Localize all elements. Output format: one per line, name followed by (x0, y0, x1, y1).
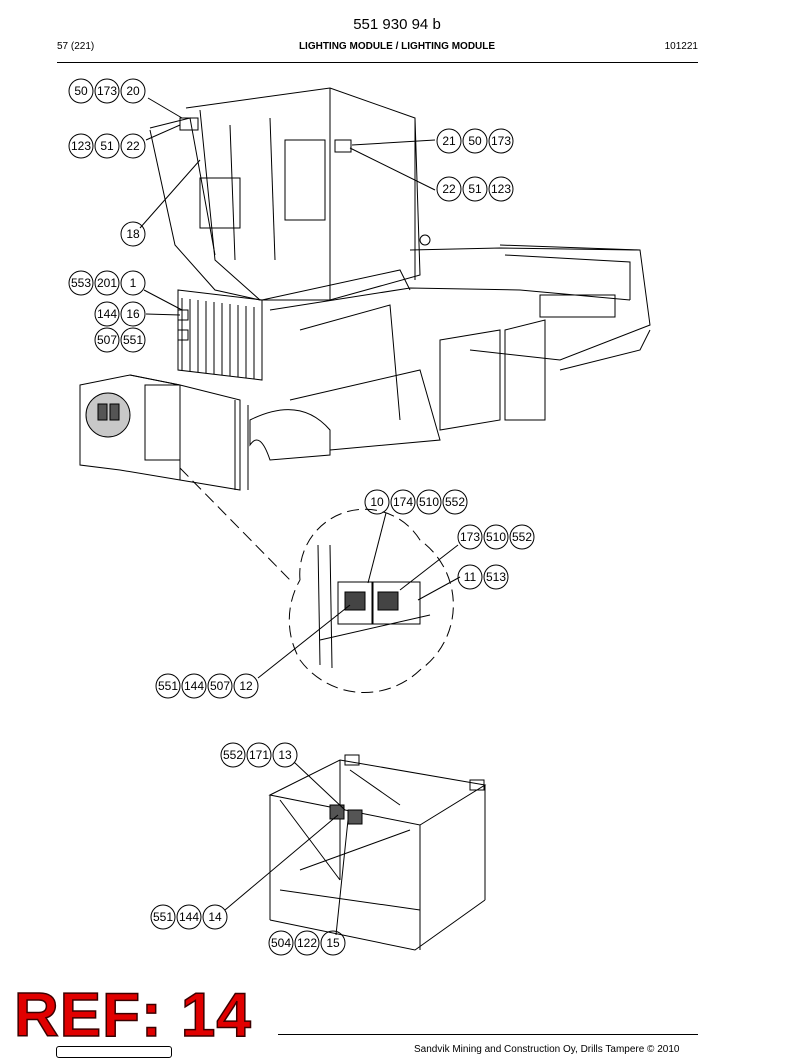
callout-number: 551 (123, 333, 143, 347)
page-number: 57 (221) (57, 41, 95, 52)
callout-number: 201 (97, 276, 117, 290)
callout-number: 12 (239, 679, 253, 693)
callout-group-50-173-20: 50 173 20 (68, 78, 146, 104)
callout-group-10-174-510-552: 10 174 510 552 (364, 489, 468, 515)
callout-number: 11 (464, 570, 477, 584)
callout-number: 171 (249, 748, 269, 762)
callout-group-18: 18 (120, 221, 146, 247)
callout-number: 510 (486, 530, 506, 544)
callout-number: 1 (130, 276, 137, 290)
copyright-text: Sandvik Mining and Construction Oy, Dril… (414, 1044, 680, 1055)
callout-number: 144 (184, 679, 204, 693)
footer-rule (278, 1034, 698, 1035)
callout-number: 123 (71, 139, 91, 153)
work-light-icon (97, 403, 108, 421)
callout-number: 174 (393, 495, 413, 509)
callout-number: 51 (468, 182, 482, 196)
callout-number: 21 (442, 134, 456, 148)
ref-stamp: REF: 14 (13, 981, 252, 1050)
sandvik-logo-icon (56, 1046, 172, 1058)
callout-number: 22 (126, 139, 140, 153)
callout-number: 10 (370, 495, 384, 509)
callout-number: 552 (223, 748, 243, 762)
callout-group-173-510-552: 173 510 552 (457, 524, 535, 550)
callout-number: 510 (419, 495, 439, 509)
date-code: 101221 (664, 41, 698, 52)
callout-group-123-51-22: 123 51 22 (68, 133, 146, 159)
callout-number: 552 (512, 530, 532, 544)
callout-number: 551 (153, 910, 173, 924)
section-title: LIGHTING MODULE / LIGHTING MODULE (298, 41, 496, 52)
callout-number: 18 (126, 227, 140, 241)
callout-number: 173 (460, 530, 480, 544)
callout-number: 504 (271, 936, 291, 950)
callout-group-551-144-507-12: 551 144 507 12 (155, 673, 259, 699)
callout-number: 507 (210, 679, 230, 693)
callout-number: 553 (71, 276, 91, 290)
callout-number: 122 (297, 936, 317, 950)
callout-number: 173 (491, 134, 511, 148)
callout-number: 123 (491, 182, 511, 196)
callout-number: 15 (326, 936, 340, 950)
callout-number: 22 (442, 182, 456, 196)
callout-number: 14 (208, 910, 222, 924)
callout-group-507-551: 507 551 (94, 327, 146, 353)
callout-number: 552 (445, 495, 465, 509)
callout-number: 144 (179, 910, 199, 924)
detail-view (179, 467, 454, 693)
callout-number: 173 (97, 84, 117, 98)
callout-number: 13 (278, 748, 292, 762)
leader-lines (139, 97, 461, 936)
callout-group-21-50-173: 21 50 173 (436, 128, 514, 154)
document-number: 551 930 94 b (353, 16, 441, 33)
callout-number: 16 (126, 307, 140, 321)
callout-group-552-171-13: 552 171 13 (220, 742, 298, 768)
callout-number: 513 (486, 570, 506, 584)
callout-number: 50 (468, 134, 482, 148)
callout-group-551-144-14: 551 144 14 (150, 904, 228, 930)
callout-number: 144 (97, 307, 117, 321)
callout-group-504-122-15: 504 122 15 (268, 930, 346, 956)
callout-bubbles: 50 173 20 123 51 22 21 50 173 22 51 123 … (68, 78, 535, 956)
header-rule (57, 62, 698, 63)
callout-number: 50 (74, 84, 88, 98)
callout-group-553-201-1: 553 201 1 (68, 270, 146, 296)
light-frame (268, 754, 487, 951)
callout-group-11-513: 11 513 (457, 564, 509, 590)
callout-number: 507 (97, 333, 117, 347)
callout-number: 20 (126, 84, 140, 98)
callout-group-144-16: 144 16 (94, 301, 146, 327)
callout-group-22-51-123: 22 51 123 (436, 176, 514, 202)
work-light-icon (109, 403, 120, 421)
highlight-marker (85, 392, 131, 438)
machine-illustration (79, 87, 651, 491)
callout-number: 51 (100, 139, 114, 153)
callout-number: 551 (158, 679, 178, 693)
